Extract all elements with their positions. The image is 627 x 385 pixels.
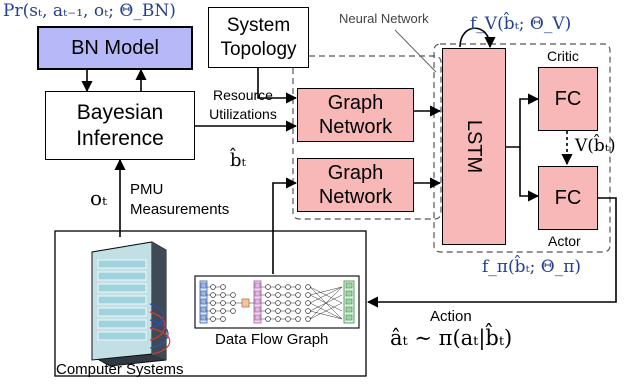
bn-model-label: BN Model [71, 36, 159, 59]
fc-actor-label: FC [554, 186, 582, 209]
actor-label: Actor [548, 233, 581, 249]
value-formula: V(b̂ₜ) [575, 136, 616, 156]
pmu-measurements-label: PMU Measurements [130, 181, 230, 219]
neural-network-pointer [394, 29, 437, 73]
lstm-recurrent-arrow [459, 27, 496, 49]
policy-function-formula: f_π(b̂ₜ; Θ_π) [482, 257, 582, 277]
system-topology-box: System Topology [208, 7, 309, 68]
observation-symbol: oₜ [90, 186, 107, 210]
belief-symbol: b̂ₜ [230, 150, 246, 171]
graph-network-top-label: Graph Network [318, 92, 393, 138]
arrow-dataflow-to-graph-bottom [272, 177, 298, 274]
action-sample-formula: âₜ ∼ π(aₜ|b̂ₜ) [390, 326, 513, 350]
lstm-label: LSTM [463, 119, 486, 174]
graph-network-bottom-label: Graph Network [318, 162, 393, 208]
fc-actor-box: FC [538, 166, 598, 230]
bayesian-inference-label: Bayesian Inference [76, 101, 164, 150]
computer-systems-label: Computer Systems [56, 361, 184, 378]
critic-label: Critic [547, 48, 579, 64]
arrow-topology-to-graph-top [257, 68, 298, 104]
data-flow-graph-label: Data Flow Graph [215, 331, 329, 348]
system-topology-label: System Topology [220, 14, 297, 60]
prior-formula: Pr(sₜ, aₜ₋₁, oₜ; Θ_BN) [3, 1, 176, 21]
server-rack-icon [91, 241, 171, 367]
arrow-lstm-to-critic [506, 93, 540, 148]
arrow-lstm-to-actor [519, 147, 540, 202]
actor-critic-region [433, 43, 611, 253]
neural-network-region [292, 55, 442, 220]
graph-network-top-box: Graph Network [297, 88, 414, 142]
arrow-action-to-systems [366, 197, 617, 308]
bn-model-box: BN Model [37, 26, 193, 70]
value-function-formula: f_V(b̂ₜ; Θ_V) [470, 14, 572, 34]
action-label: Action [430, 308, 472, 325]
graph-network-bottom-box: Graph Network [297, 158, 414, 212]
bayesian-inference-box: Bayesian Inference [45, 91, 195, 160]
lstm-box: LSTM [442, 48, 506, 245]
fc-critic-box: FC [538, 67, 598, 131]
fc-critic-label: FC [554, 87, 582, 110]
neural-network-label: Neural Network [339, 11, 429, 26]
resource-utilizations-label: Resource Utilizations [209, 87, 277, 122]
data-flow-graph-icon [194, 275, 360, 329]
